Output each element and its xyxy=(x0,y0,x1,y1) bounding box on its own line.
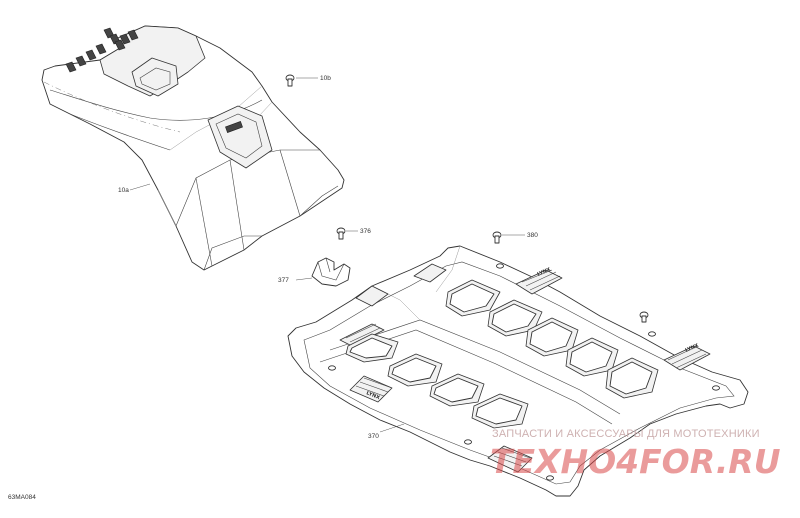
screw-376: 376 xyxy=(336,227,371,240)
brand-plate-top: LYNX xyxy=(515,267,563,295)
grill-ridges xyxy=(65,27,139,73)
pads-top-row xyxy=(445,279,659,399)
screw-right xyxy=(639,311,649,323)
brand-plate-right: LYNX xyxy=(663,343,711,371)
screw-380: 380 xyxy=(492,231,538,244)
clip-377: 377 xyxy=(278,257,351,287)
watermark: ЗАПЧАСТИ И АКСЕССУАРЫ ДЛЯ МОТОТЕХНИКИ ТЕ… xyxy=(490,428,781,481)
brand-plate-left: LYNX xyxy=(349,375,393,403)
callout-370: 370 xyxy=(368,433,379,440)
callout-10b: 10b xyxy=(320,75,331,82)
callout-10a: 10a xyxy=(118,187,129,194)
brand-plate-bottom xyxy=(487,445,533,473)
pads-bottom-row xyxy=(345,333,529,429)
callout-376: 376 xyxy=(360,228,371,235)
vent-left-ridges xyxy=(345,323,381,343)
mounting-holes xyxy=(328,263,720,481)
svg-text:LYNX: LYNX xyxy=(684,343,699,354)
svg-text:LYNX: LYNX xyxy=(536,267,551,278)
watermark-brand: ТЕХНО4FOR.RU xyxy=(490,442,781,481)
screw-10b: 10b xyxy=(285,74,331,87)
watermark-subtitle: ЗАПЧАСТИ И АКСЕССУАРЫ ДЛЯ МОТОТЕХНИКИ xyxy=(492,428,760,440)
callout-380: 380 xyxy=(527,232,538,239)
skid-plate-part: LYNX LYNX LYNX xyxy=(287,245,749,497)
front-cover-part xyxy=(41,25,345,271)
callout-377: 377 xyxy=(278,277,289,284)
svg-text:LYNX: LYNX xyxy=(365,390,380,401)
figure-code: 63MA084 xyxy=(8,494,36,501)
